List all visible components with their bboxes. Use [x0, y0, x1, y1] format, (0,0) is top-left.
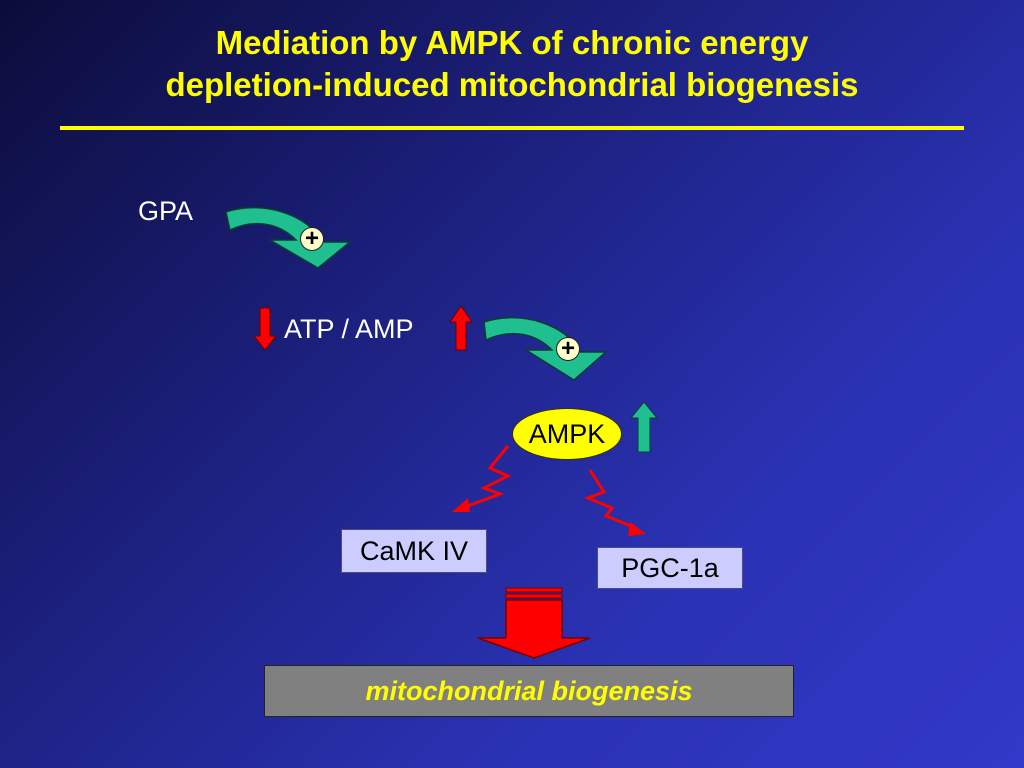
- zigzag-arrow-pgc: [583, 469, 646, 536]
- activation-plus-2: +: [556, 337, 580, 361]
- outcome-label: mitochondrial biogenesis: [365, 675, 693, 706]
- title-line-1: Mediation by AMPK of chronic energy: [215, 24, 809, 61]
- big-down-arrow-icon: [477, 587, 591, 659]
- activation-plus-1: +: [300, 227, 324, 251]
- gpa-label: GPA: [138, 196, 194, 226]
- curved-arrow-1: [225, 206, 353, 269]
- pgc-1a-node: PGC-1a: [597, 547, 743, 589]
- up-arrow-icon: [449, 305, 473, 351]
- camk-iv-node: CaMK IV: [341, 529, 487, 573]
- ampk-label: AMPK: [528, 418, 606, 449]
- down-arrow-icon: [252, 307, 278, 351]
- outcome-box: mitochondrial biogenesis: [264, 665, 794, 717]
- camk-iv-label: CaMK IV: [359, 536, 469, 566]
- ampk-node: AMPK: [512, 408, 622, 460]
- slide-title: Mediation by AMPK of chronic energy depl…: [40, 22, 984, 106]
- curved-arrow-2: [483, 316, 608, 381]
- zigzag-arrow-camk: [452, 445, 512, 512]
- atp-amp-label: ATP / AMP: [284, 314, 414, 344]
- pgc-1a-label: PGC-1a: [621, 553, 719, 583]
- title-underline: [60, 126, 964, 130]
- title-line-2: depletion-induced mitochondrial biogenes…: [165, 66, 859, 103]
- ampk-up-arrow-icon: [629, 401, 659, 453]
